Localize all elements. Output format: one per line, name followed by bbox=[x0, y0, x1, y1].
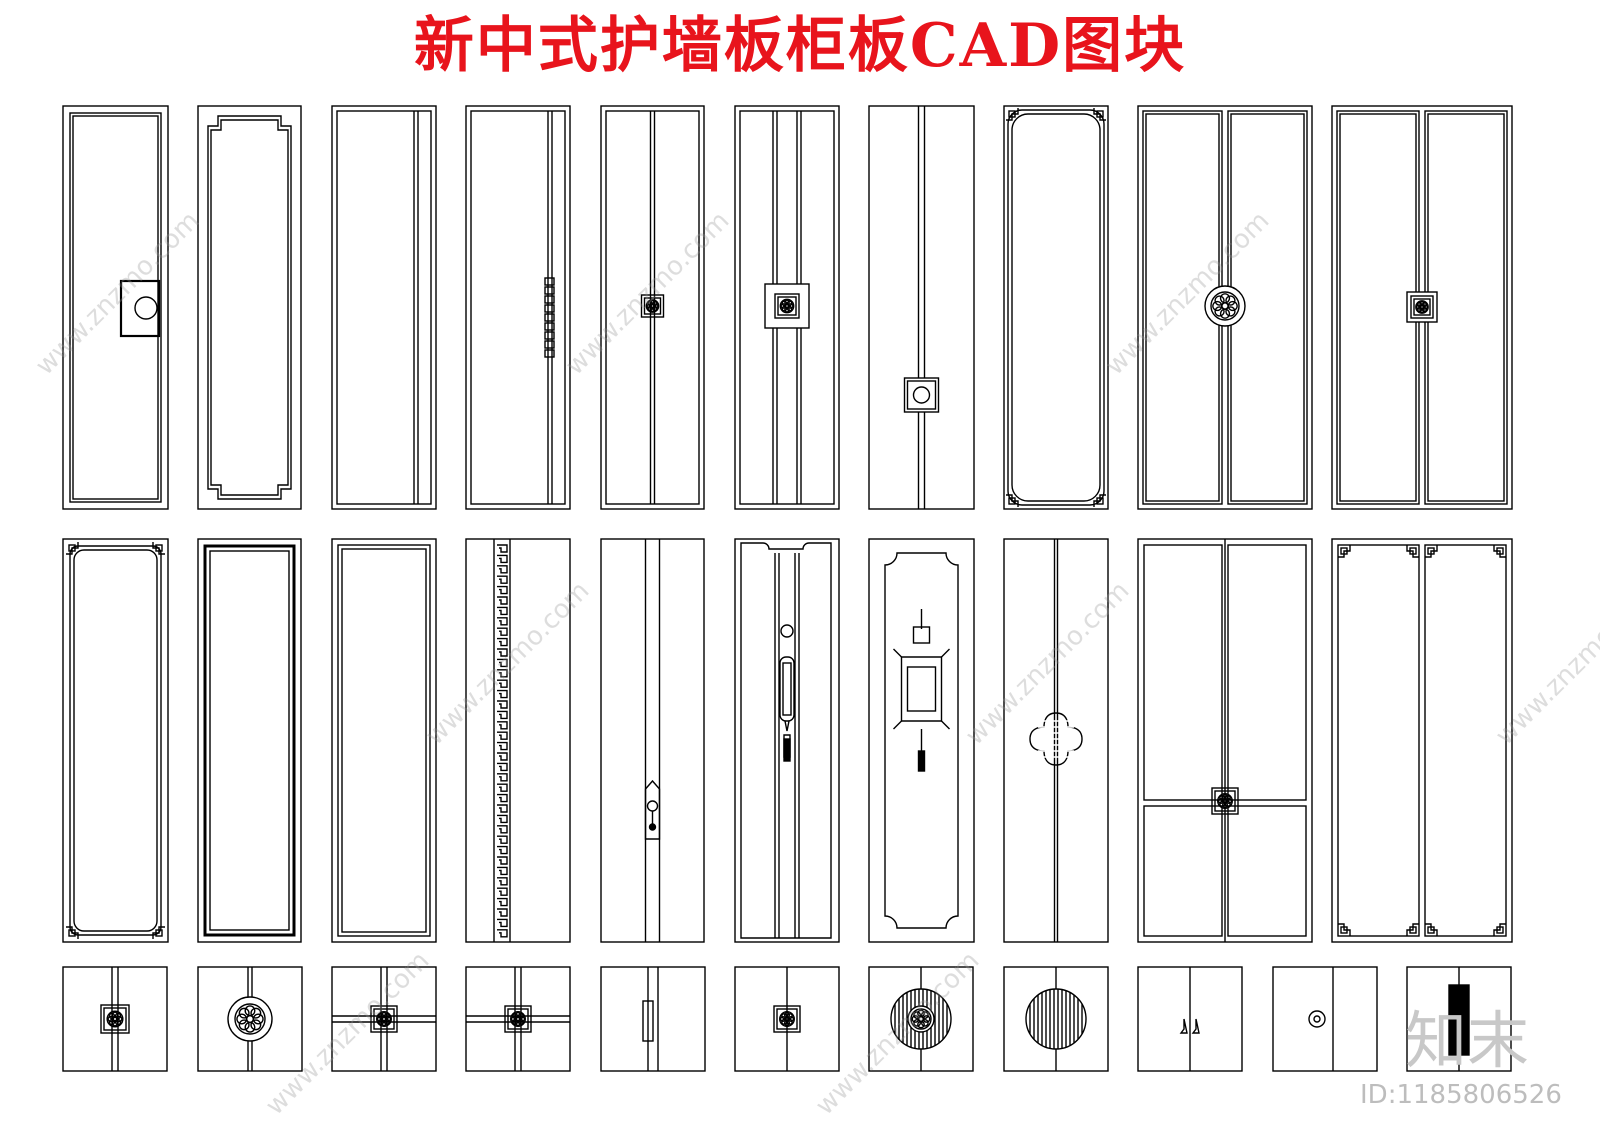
panel-top-6 bbox=[734, 105, 840, 510]
panel-mid-4 bbox=[465, 538, 571, 943]
panel-top-3 bbox=[331, 105, 437, 510]
panel-bottom-8 bbox=[1003, 966, 1109, 1072]
panel-mid-3 bbox=[331, 538, 437, 943]
panel-bottom-5 bbox=[600, 966, 706, 1072]
watermark-brand-logo: 知末 bbox=[1405, 1004, 1530, 1077]
watermark-id: ID:1185806526 bbox=[1360, 1080, 1562, 1110]
panel-top-9 bbox=[1137, 105, 1313, 510]
panel-mid-7 bbox=[868, 538, 975, 943]
panel-mid-6 bbox=[734, 538, 840, 943]
panel-bottom-3 bbox=[331, 966, 437, 1072]
page-title: 新中式护墙板柜板CAD图块 bbox=[413, 11, 1187, 81]
panel-bottom-7 bbox=[868, 966, 974, 1072]
panel-mid-9 bbox=[1137, 538, 1313, 943]
panel-bottom-4 bbox=[465, 966, 571, 1072]
panel-bottom-11 bbox=[1406, 966, 1512, 1072]
panel-bottom-9 bbox=[1137, 966, 1243, 1072]
panel-top-10 bbox=[1331, 105, 1513, 510]
panel-mid-1 bbox=[62, 538, 169, 943]
panel-top-4 bbox=[465, 105, 571, 510]
panel-mid-8 bbox=[1003, 538, 1109, 943]
panel-top-7 bbox=[868, 105, 975, 510]
panel-top-1 bbox=[62, 105, 169, 510]
panel-mid-10 bbox=[1331, 538, 1513, 943]
panel-bottom-2 bbox=[197, 966, 303, 1072]
panel-top-5 bbox=[600, 105, 705, 510]
panel-mid-2 bbox=[197, 538, 302, 943]
panel-mid-5 bbox=[600, 538, 705, 943]
panel-bottom-6 bbox=[734, 966, 840, 1072]
panel-bottom-10 bbox=[1272, 966, 1378, 1072]
panel-top-8 bbox=[1003, 105, 1109, 510]
panel-top-2 bbox=[197, 105, 302, 510]
panel-bottom-1 bbox=[62, 966, 168, 1072]
